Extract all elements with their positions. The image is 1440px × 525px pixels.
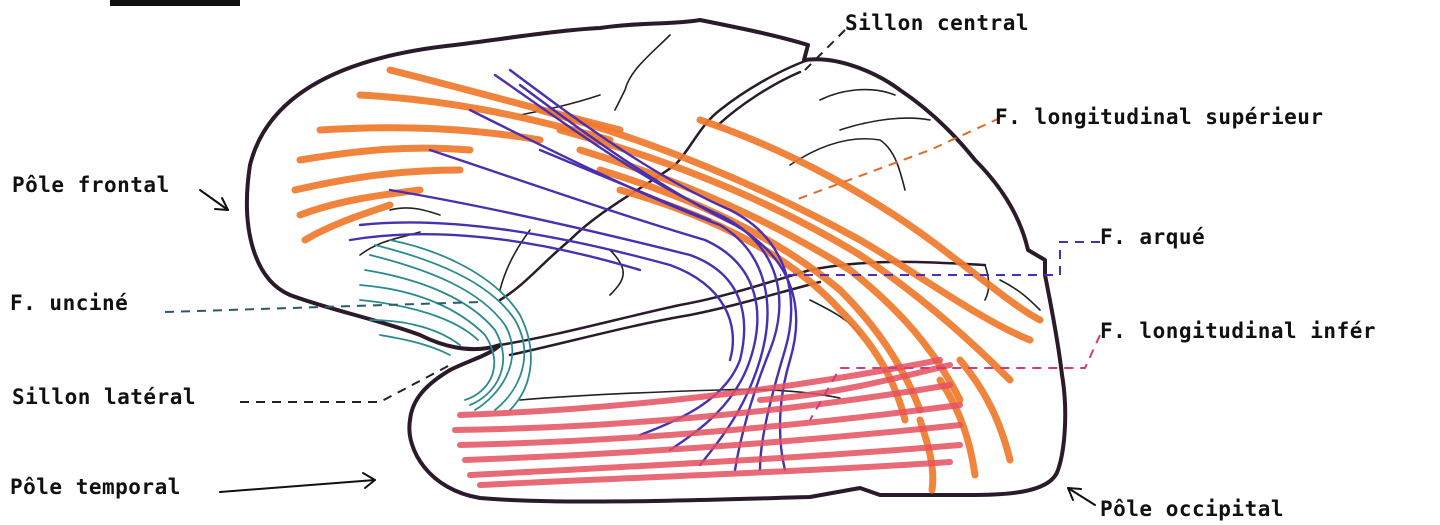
label-sillon-lateral: Sillon latéral: [12, 385, 196, 409]
label-f-arque: F. arqué: [1100, 225, 1205, 249]
central-sulcus-inner: [718, 72, 800, 125]
label-pole-occipital: Pôle occipital: [1100, 497, 1284, 521]
sulcus-parietal-5: [610, 250, 623, 295]
corner-bar: [110, 0, 240, 6]
label-sillon-central: Sillon central: [845, 11, 1029, 35]
label-pole-temporal: Pôle temporal: [10, 475, 181, 499]
label-f-uncine: F. unciné: [10, 291, 128, 315]
sulcus-parietal-2: [840, 118, 930, 130]
label-f-longitudinal-superieur: F. longitudinal supérieur: [995, 105, 1324, 129]
arrows: [200, 190, 1095, 505]
sulcus-frontal-1: [615, 35, 670, 110]
label-pole-frontal: Pôle frontal: [12, 173, 170, 197]
sulcus-frontal-4: [390, 208, 440, 215]
label-f-longitudinal-inferieur: F. longitudinal infér: [1100, 319, 1376, 343]
sulcus-parietal-1: [820, 90, 895, 100]
